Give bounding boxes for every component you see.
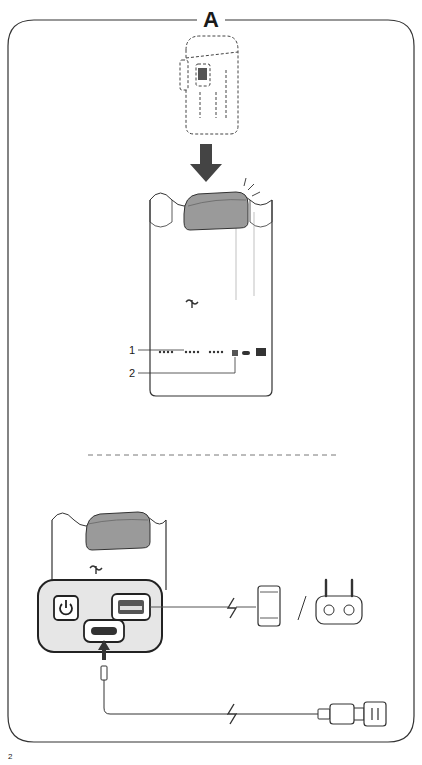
page-number: 2: [8, 753, 12, 761]
section-letter: A: [197, 9, 225, 31]
battery-outline: [180, 36, 238, 134]
input-cable: [98, 640, 386, 726]
leader-line: [138, 350, 184, 351]
callout-number: 1: [128, 345, 136, 356]
callout-number: 2: [128, 368, 136, 379]
separator: [88, 455, 336, 456]
charging-hub: [150, 192, 272, 396]
port-panel: [38, 580, 162, 652]
battery-button: [198, 68, 207, 80]
charging-hub: [52, 512, 166, 590]
frame: [8, 20, 414, 742]
output-connection: [150, 580, 362, 626]
click-marks: [244, 178, 260, 196]
insert-arrow: [190, 144, 222, 182]
leader-line: [138, 357, 235, 373]
